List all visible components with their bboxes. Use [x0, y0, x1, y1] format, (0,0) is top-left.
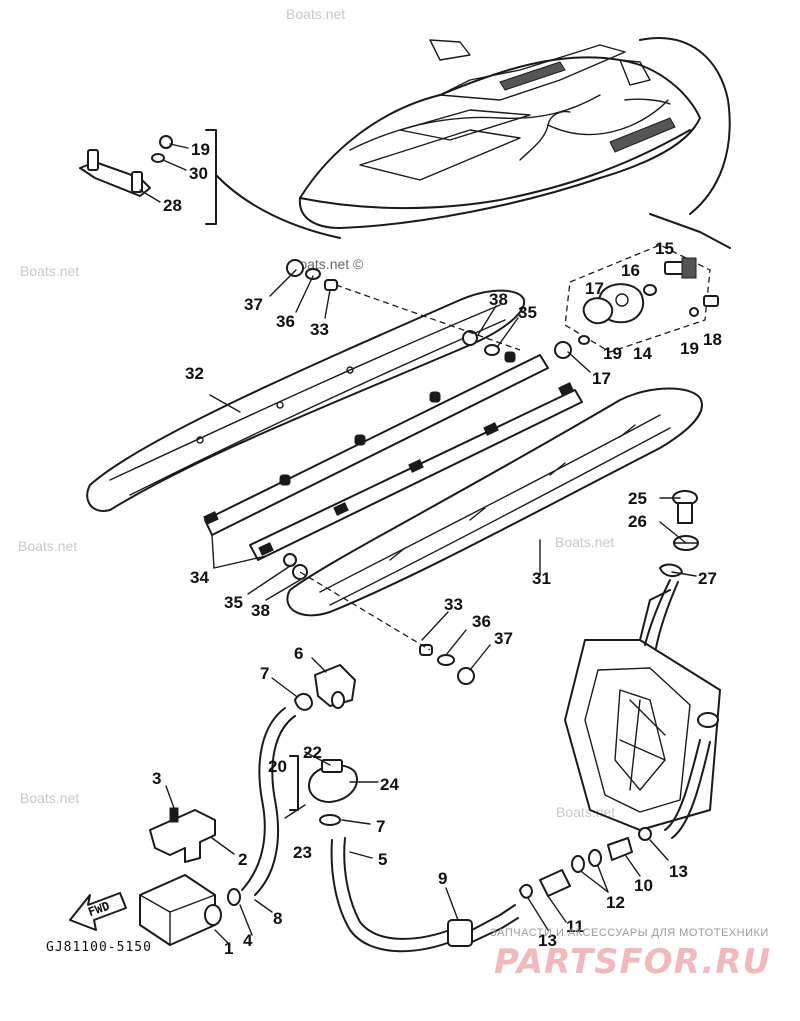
- intake-duct-part-31: [286, 387, 703, 617]
- callout-3: 3: [152, 769, 162, 788]
- fitting-part-6: [314, 664, 356, 709]
- hose-part-9: [447, 904, 519, 947]
- callout-11: 11: [566, 917, 584, 936]
- callout-32: 32: [185, 364, 204, 383]
- callout-21: 20: [268, 757, 287, 776]
- callout-37: 37: [244, 295, 263, 314]
- callout-23: 23: [293, 843, 312, 862]
- screw-part-3: [169, 807, 179, 823]
- brand-caption: ЗАПЧАСТИ И АКСЕССУАРЫ ДЛЯ МОТОТЕХНИКИ: [490, 927, 769, 939]
- callout-13: 13: [669, 862, 688, 881]
- callout-25: 25: [628, 489, 647, 508]
- callout-27: 27: [698, 569, 717, 588]
- pump-parts-25-27: [659, 490, 699, 578]
- callout-12: 12: [606, 893, 625, 912]
- drawing-code: GJ81100-5150: [46, 940, 152, 955]
- callout-17: 17: [585, 279, 604, 298]
- bracket-bolt-part-28: [79, 149, 151, 197]
- callout-bracket: [205, 129, 341, 239]
- clamp-part-7b: [319, 814, 341, 826]
- callout-28: 28: [163, 196, 182, 215]
- watermark: Boats.net: [555, 534, 615, 550]
- callout-38: 38: [489, 290, 508, 309]
- callout-34: 34: [190, 568, 209, 587]
- watermark: Boats.net: [286, 6, 346, 22]
- callout-18: 18: [703, 330, 722, 349]
- callout-20: 17: [592, 369, 611, 388]
- callout-6: 6: [294, 644, 304, 663]
- watermark: Boats.net: [18, 538, 78, 554]
- cover-assembly-part-14: [564, 213, 731, 353]
- callout-7b: 7: [376, 817, 386, 836]
- callout-19: 19: [680, 339, 699, 358]
- leader-lines-lower: [165, 269, 697, 946]
- clamp-part-7: [294, 692, 313, 711]
- watermark: Boats.net: [20, 790, 80, 806]
- callout-7: 7: [260, 664, 270, 683]
- callout-35b: 35: [224, 593, 243, 612]
- callout-22: 22: [303, 743, 322, 762]
- hardware-bottom: [283, 553, 475, 685]
- bracket-part-2: [149, 809, 216, 863]
- gasket-strip-part-34: [203, 351, 583, 561]
- callout-13b: 13: [538, 931, 557, 950]
- brand-logo: PARTSFOR.RU: [494, 942, 772, 982]
- watermark: Boats.net: [20, 263, 80, 279]
- callout-10: 10: [634, 876, 653, 895]
- watermark-copyright: Boats.net ©: [290, 256, 364, 272]
- callout-24: 24: [380, 775, 399, 794]
- callout-33b: 33: [444, 595, 463, 614]
- callout-2: 2: [238, 850, 248, 869]
- nut-part-29: [159, 135, 173, 149]
- valve-part-21: [284, 755, 358, 819]
- callout-19b: 19: [603, 344, 622, 363]
- callout-35: 35: [518, 303, 537, 322]
- water-filter-part-1: [139, 874, 222, 946]
- hose-part-5: [330, 837, 456, 953]
- callout-8: 8: [273, 909, 283, 928]
- pump-housing: [564, 579, 721, 839]
- callout-14: 14: [633, 344, 652, 363]
- watercraft-hull: [298, 37, 731, 229]
- fwd-arrow: [69, 892, 127, 931]
- callout-1: 1: [224, 939, 234, 958]
- callout-38b: 38: [251, 601, 270, 620]
- watermark: Boats.net: [556, 804, 616, 820]
- washer-part-30: [151, 153, 165, 163]
- callout-9: 9: [438, 869, 448, 888]
- fittings-10-13: [519, 827, 652, 899]
- hardware-top: [286, 259, 572, 359]
- callout-31: 31: [532, 569, 551, 588]
- hose-part-8: [241, 707, 296, 896]
- callout-33: 33: [310, 320, 329, 339]
- callout-4: 4: [243, 931, 253, 950]
- callout-15: 15: [655, 239, 674, 258]
- callout-36b: 36: [472, 612, 491, 631]
- callout-29: 19: [191, 140, 210, 159]
- leader-lines: [139, 143, 189, 203]
- callout-16: 16: [621, 261, 640, 280]
- callout-36: 36: [276, 312, 295, 331]
- callout-5: 5: [378, 850, 388, 869]
- callout-37b: 37: [494, 629, 513, 648]
- callout-26: 26: [628, 512, 647, 531]
- callout-30: 30: [189, 164, 208, 183]
- clamp-part-4: [227, 888, 241, 906]
